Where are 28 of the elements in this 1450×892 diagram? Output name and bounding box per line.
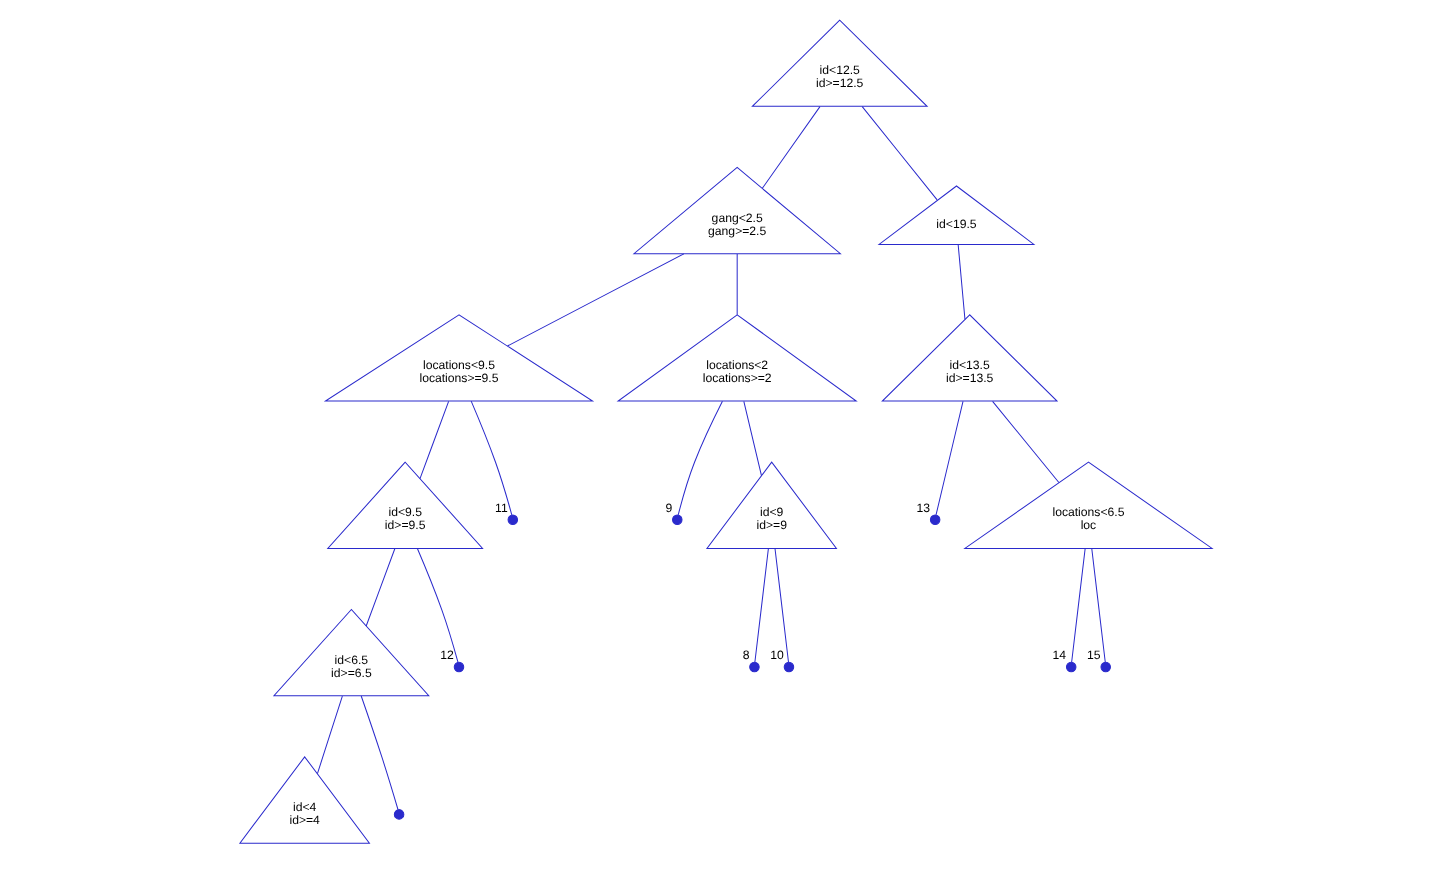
connector xyxy=(505,253,684,347)
node-circle xyxy=(928,514,940,525)
connector xyxy=(934,400,963,516)
connector xyxy=(1090,548,1105,663)
connector xyxy=(315,695,342,775)
connector xyxy=(359,695,398,811)
connector xyxy=(742,400,761,477)
connector xyxy=(469,400,512,516)
connector xyxy=(676,400,722,516)
connector xyxy=(1070,548,1085,663)
connector xyxy=(418,400,449,480)
node-circle xyxy=(506,514,518,525)
connector xyxy=(735,253,737,316)
connector xyxy=(760,106,820,189)
connector xyxy=(991,400,1059,483)
node-circle xyxy=(748,661,759,673)
node-circle xyxy=(452,661,464,673)
connector xyxy=(415,547,458,663)
connector xyxy=(860,106,937,201)
node-circle xyxy=(671,514,682,525)
connector xyxy=(364,548,395,627)
node-circle xyxy=(782,661,794,673)
node-circle xyxy=(1064,661,1076,673)
connector xyxy=(956,244,965,320)
node-circle xyxy=(1099,661,1110,673)
connector xyxy=(773,548,788,663)
connector xyxy=(753,548,768,663)
node-circle xyxy=(392,809,404,820)
